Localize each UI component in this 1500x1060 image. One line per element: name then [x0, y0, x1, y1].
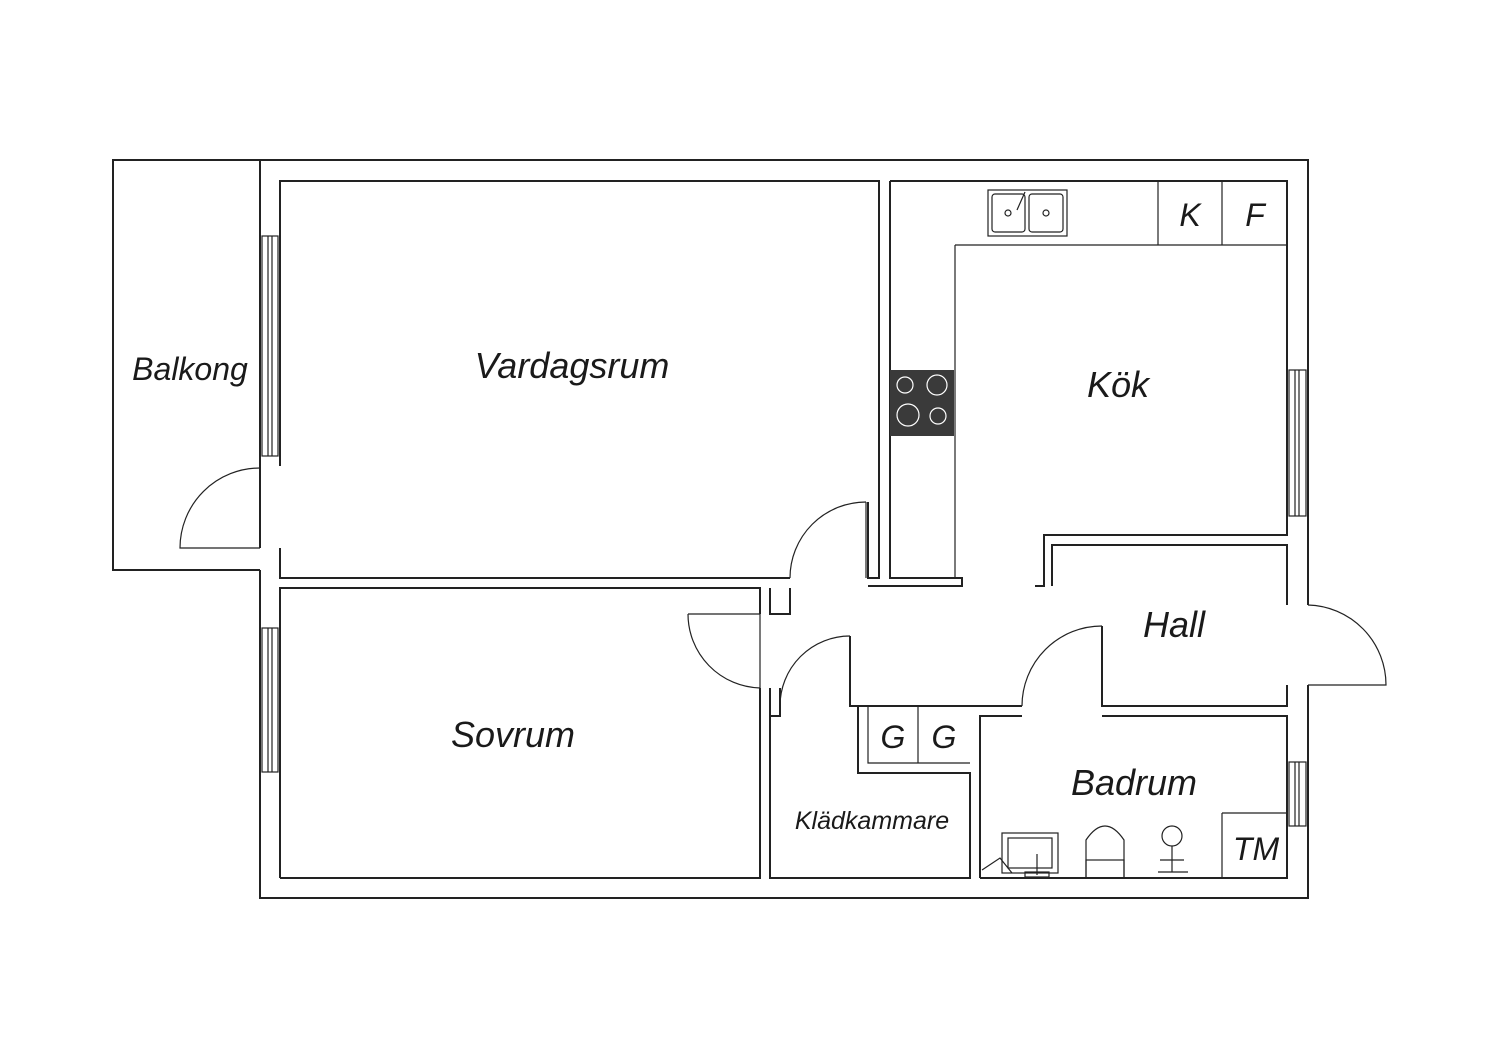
fixture-label-tm: TM [1233, 831, 1280, 867]
kitchen-walls [868, 180, 1288, 605]
room-label-sovrum: Sovrum [451, 714, 575, 755]
room-label-badrum: Badrum [1071, 762, 1197, 803]
fixture-label-f: F [1245, 197, 1267, 233]
closet-walls [769, 636, 1022, 879]
room-label-kladkammare: Klädkammare [795, 807, 949, 835]
kitchen-sink-icon [987, 189, 1068, 237]
doors [179, 467, 1387, 707]
stove [890, 370, 954, 436]
windows [261, 235, 1307, 827]
living-room-walls [279, 180, 880, 579]
room-label-hall: Hall [1143, 604, 1206, 645]
shower-icon [1158, 825, 1188, 873]
fixture-label-g1: G [881, 719, 906, 755]
toilet-icon [1085, 825, 1125, 879]
room-label-kok: Kök [1087, 364, 1151, 405]
hall-bath-walls [979, 626, 1288, 879]
fixture-label-g2: G [932, 719, 957, 755]
room-label-balkong: Balkong [132, 351, 248, 387]
bedroom-walls [279, 587, 761, 879]
balcony [112, 159, 260, 571]
bath-sink-icon [981, 832, 1059, 878]
room-label-vardagsrum: Vardagsrum [475, 345, 670, 386]
fixture-label-k: K [1179, 197, 1202, 233]
